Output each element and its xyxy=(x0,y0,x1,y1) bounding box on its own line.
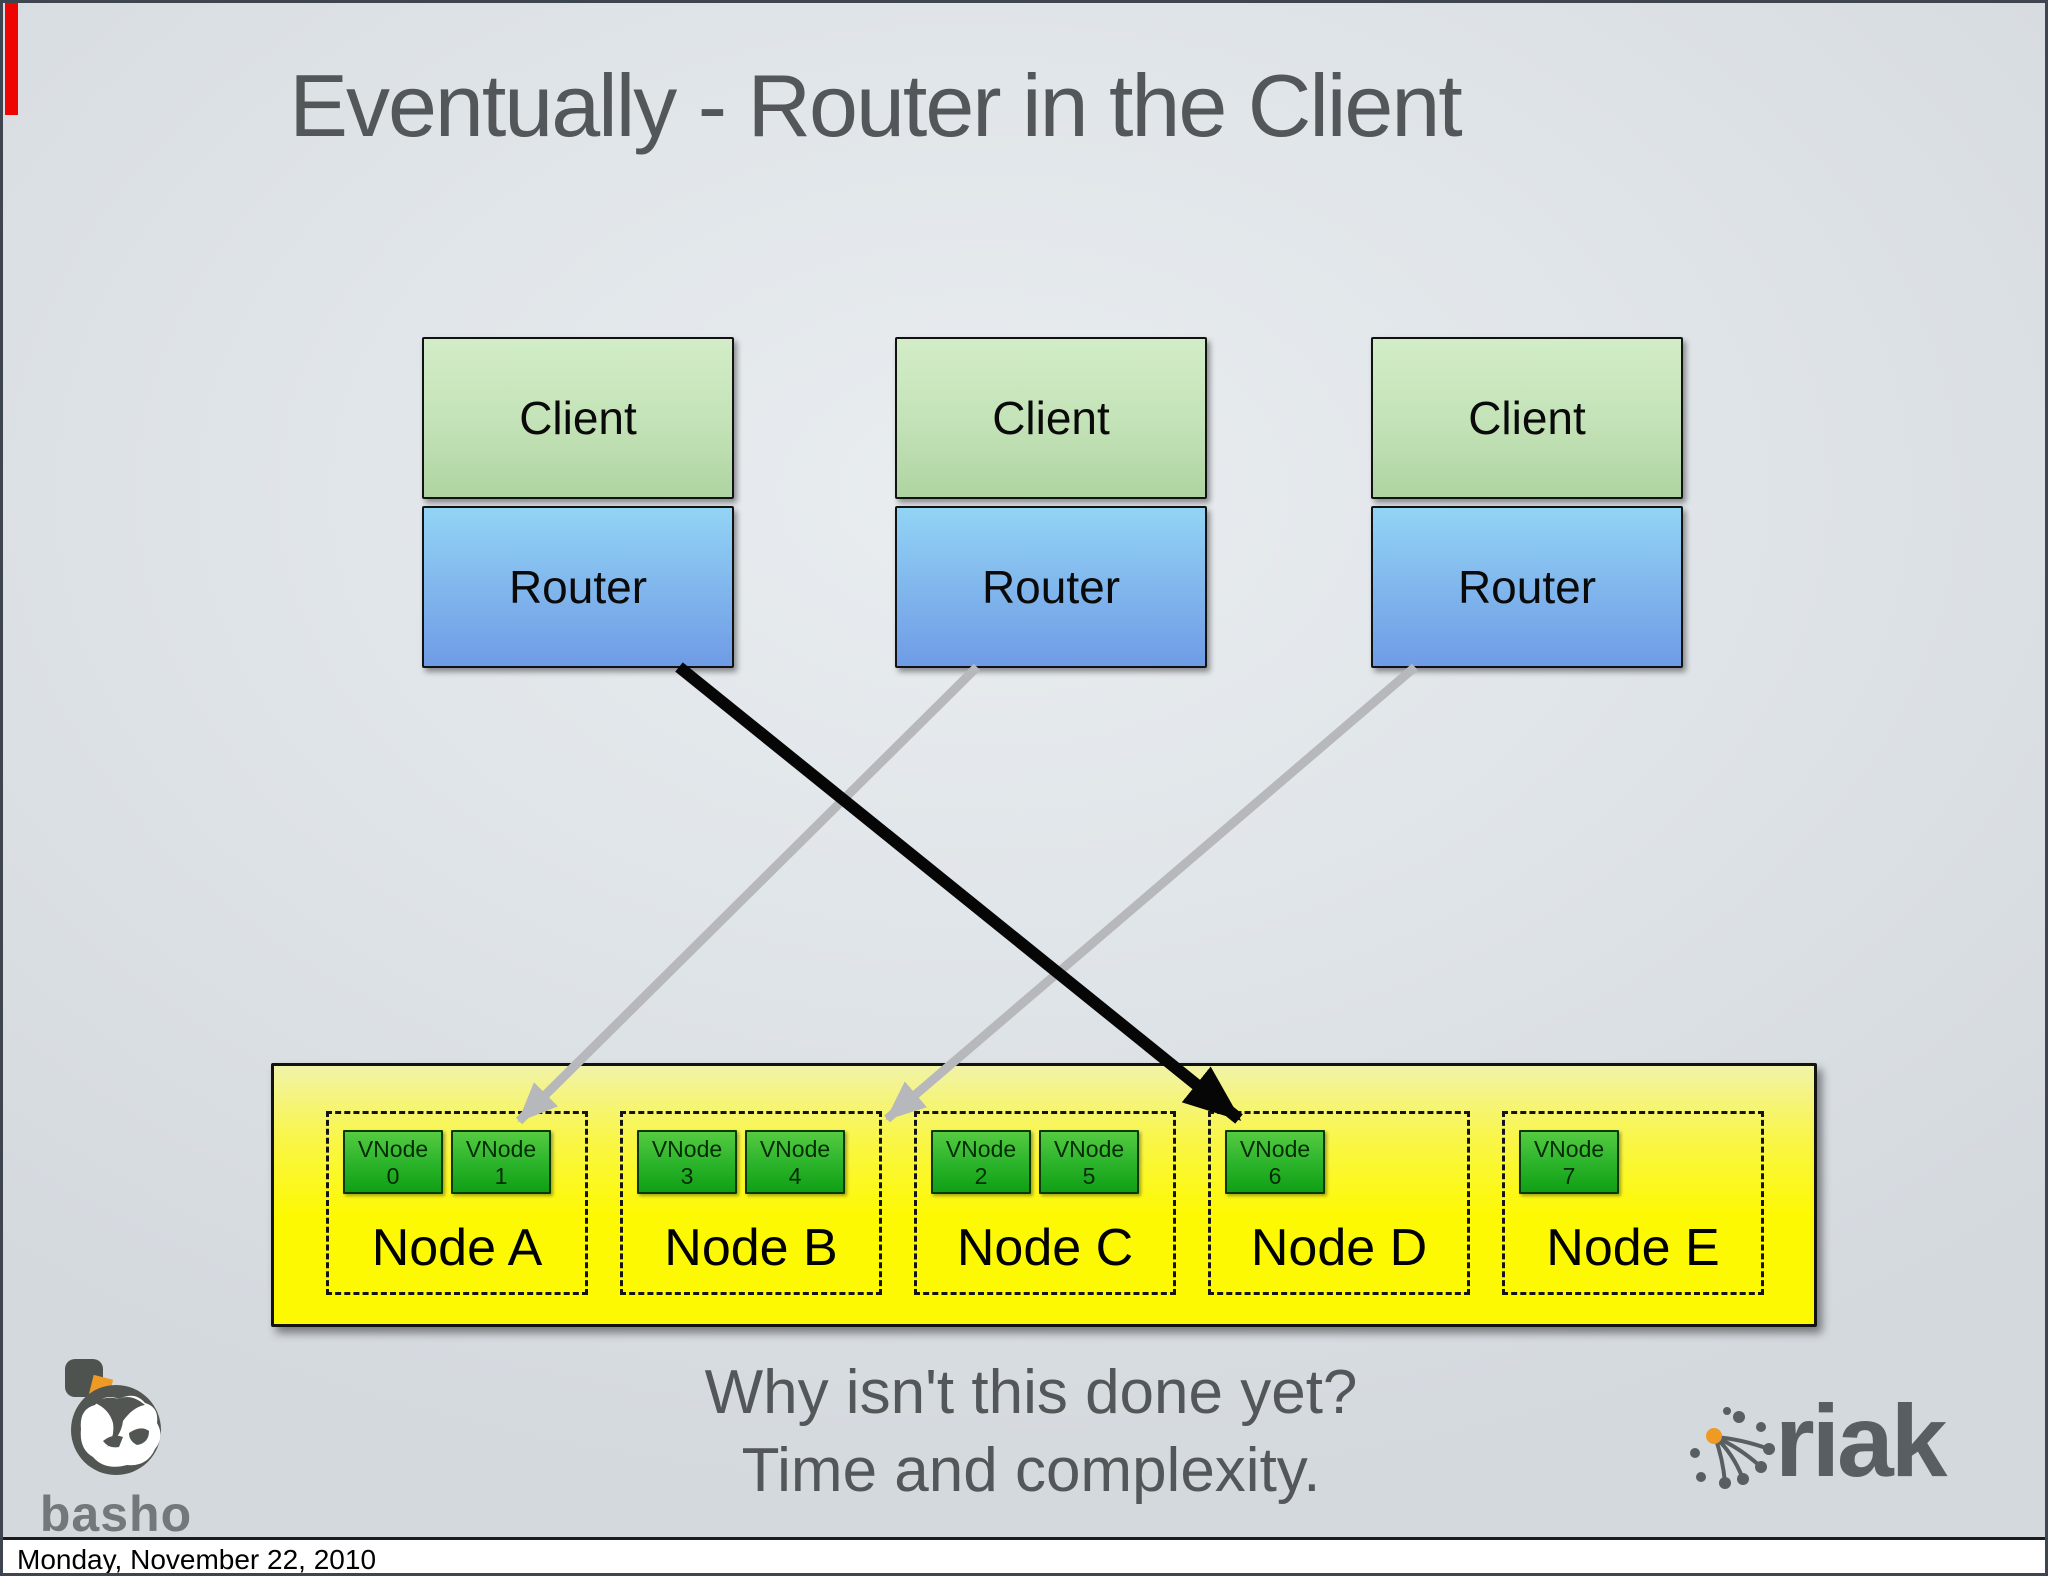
client-box-2: Client xyxy=(895,337,1207,499)
vnode-1: VNode 1 xyxy=(451,1130,551,1194)
vnode-7-number: 7 xyxy=(1562,1163,1576,1189)
node-d-label: Node D xyxy=(1250,1219,1428,1277)
vnode-4-number: 4 xyxy=(788,1163,802,1189)
vnode-1-word: VNode xyxy=(465,1136,537,1162)
routing-arrows xyxy=(515,662,1418,1125)
vnode-2-word: VNode xyxy=(945,1136,1017,1162)
node-e-label: Node E xyxy=(1546,1219,1720,1277)
router-box-3: Router xyxy=(1371,506,1683,668)
vnode-4: VNode 4 xyxy=(745,1130,845,1194)
node-c-label: Node C xyxy=(956,1219,1134,1277)
client-box-3: Client xyxy=(1371,337,1683,499)
vnode-1-number: 1 xyxy=(494,1163,508,1189)
vnode-5: VNode 5 xyxy=(1039,1130,1139,1194)
footer-answer: Time and complexity. xyxy=(741,1436,1321,1505)
vnode-7: VNode 7 xyxy=(1519,1130,1619,1194)
vnode-4-word: VNode xyxy=(759,1136,831,1162)
client-box-1: Client xyxy=(422,337,734,499)
router-box-2: Router xyxy=(895,506,1207,668)
vnode-5-word: VNode xyxy=(1053,1136,1125,1162)
node-cluster-container: VNode 0 VNode 1 Node A VNode 3 VNode 4 xyxy=(271,1063,1817,1327)
router-box-3-label: Router xyxy=(1457,561,1597,613)
router-box-1: Router xyxy=(422,506,734,668)
vnode-3-word: VNode xyxy=(651,1136,723,1162)
riak-spray-icon xyxy=(1690,1407,1775,1489)
vnode-0: VNode 0 xyxy=(343,1130,443,1194)
red-marker-bar xyxy=(5,3,18,115)
riak-wordmark: riak xyxy=(1775,1384,1947,1498)
vnode-6: VNode 6 xyxy=(1225,1130,1325,1194)
vnode-5-number: 5 xyxy=(1082,1163,1096,1189)
vnode-6-word: VNode xyxy=(1239,1136,1311,1162)
node-c: VNode 2 VNode 5 Node C xyxy=(914,1111,1176,1295)
client-box-1-label: Client xyxy=(519,392,637,444)
node-e: VNode 7 Node E xyxy=(1502,1111,1764,1295)
vnode-3: VNode 3 xyxy=(637,1130,737,1194)
vnode-0-number: 0 xyxy=(386,1163,400,1189)
node-b-label: Node B xyxy=(664,1219,838,1277)
presenter-date-bar: Monday, November 22, 2010 xyxy=(3,1537,2045,1575)
vnode-7-word: VNode xyxy=(1533,1136,1605,1162)
client-box-2-label: Client xyxy=(992,392,1110,444)
arrow-router2-to-nodeA xyxy=(515,663,981,1125)
slide-background: Eventually - Router in the Client Client… xyxy=(3,3,2045,1542)
presenter-date-text: Monday, November 22, 2010 xyxy=(17,1543,377,1575)
node-a-label: Node A xyxy=(371,1219,543,1277)
vnode-2-number: 2 xyxy=(974,1163,988,1189)
basho-mascot-icon xyxy=(65,1359,161,1475)
vnode-3-number: 3 xyxy=(680,1163,694,1189)
basho-wordmark: basho xyxy=(39,1486,193,1542)
vnode-0-word: VNode xyxy=(357,1136,429,1162)
router-box-2-label: Router xyxy=(981,561,1121,613)
node-b: VNode 3 VNode 4 Node B xyxy=(620,1111,882,1295)
arrow-router1-to-vnode6 xyxy=(675,662,1243,1124)
client-box-3-label: Client xyxy=(1468,392,1586,444)
arrow-router3-to-nodeB xyxy=(884,663,1418,1123)
slide-title: Eventually - Router in the Client xyxy=(289,56,1462,155)
vnode-2: VNode 2 xyxy=(931,1130,1031,1194)
footer-question: Why isn't this done yet? xyxy=(704,1358,1358,1427)
node-a: VNode 0 VNode 1 Node A xyxy=(326,1111,588,1295)
router-box-1-label: Router xyxy=(508,561,648,613)
node-d: VNode 6 Node D xyxy=(1208,1111,1470,1295)
vnode-6-number: 6 xyxy=(1268,1163,1282,1189)
